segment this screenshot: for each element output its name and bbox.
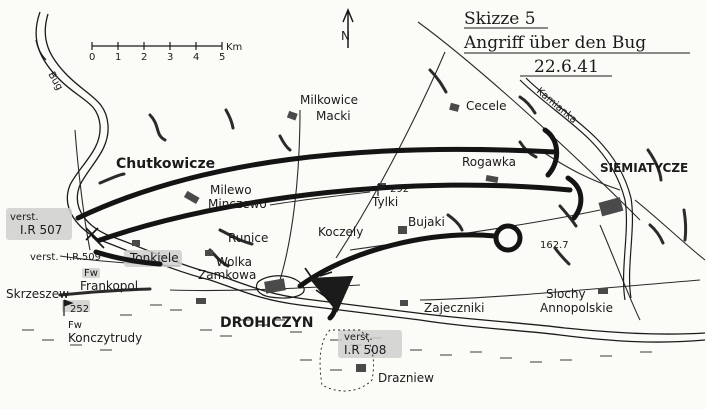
attack-arrow-drohiczyn	[308, 275, 354, 321]
place-tylki: Tylki	[371, 195, 398, 209]
attack-arrows	[75, 127, 584, 321]
place-skrzeszew: Skrzeszew	[6, 287, 69, 301]
river-kamianka	[519, 77, 634, 301]
place-macki: Macki	[316, 109, 351, 123]
place-milewo: Milewo	[210, 183, 252, 197]
place-konczytrudy: Konczytrudy	[68, 331, 142, 345]
place-slochy: Slochy	[546, 287, 586, 301]
unit-labels: verst. I.R 507 verst. I.R.509 verst. I.R…	[10, 212, 386, 357]
attack-arrow-frankopol	[93, 249, 163, 267]
attack-arrow-bujaki	[297, 232, 498, 289]
scale-tick-5: 5	[219, 52, 225, 63]
roads	[59, 21, 706, 321]
place-fw-2: Fw	[68, 320, 82, 331]
place-bujaki: Bujaki	[408, 215, 445, 229]
attack-arrow-middle	[97, 182, 573, 243]
unit-ir509-line1: verst.	[30, 252, 59, 263]
river-label-kamianka: Kamianka	[534, 86, 579, 126]
objective-circle	[493, 223, 523, 253]
unit-ir507-line2: I.R 507	[20, 223, 62, 237]
place-annopolskie: Annopolskie	[540, 301, 613, 315]
place-zajeczniki: Zajeczniki	[424, 301, 484, 315]
place-koczely: Koczely	[318, 225, 363, 239]
place-height-252: 252	[70, 304, 89, 315]
drazniew-area	[319, 329, 374, 392]
place-height-1627: 162.7	[540, 240, 569, 251]
north-arrow	[342, 8, 354, 48]
place-drohiczyn: DROHICZYN	[220, 315, 314, 331]
scale-tick-1: 1	[115, 52, 121, 63]
place-siemiatycze: SIEMIATYCZE	[600, 161, 688, 175]
scale-tick-2: 2	[141, 52, 147, 63]
highlights	[6, 208, 402, 358]
place-wolka: Wolka	[216, 255, 252, 269]
title-block: Skizze 5 Angriff über den Bug 22.6.41	[463, 9, 690, 77]
attack-arrow-north	[75, 146, 558, 221]
unit-ir507-line1: verst.	[10, 212, 39, 223]
river-label-bug: Bug	[45, 70, 64, 92]
scale-tick-4: 4	[193, 52, 199, 63]
crossing-marks	[85, 227, 333, 301]
scale-unit: Km	[226, 42, 242, 53]
scale-tick-3: 3	[167, 52, 173, 63]
place-milkowice: Milkowice	[300, 93, 358, 107]
scale-tick-0: 0	[89, 52, 95, 63]
title-line-3: 22.6.41	[534, 57, 599, 77]
unit-ir508-line2: I.R 508	[344, 343, 386, 357]
place-tonkiele: Tonkiele	[129, 251, 179, 265]
drohiczyn-outline	[255, 275, 305, 299]
place-fw-1: Fw	[84, 268, 98, 279]
scale-bar	[91, 42, 223, 50]
north-label: N	[341, 29, 350, 43]
place-drazniew: Drazniew	[378, 371, 434, 385]
flags	[63, 183, 387, 316]
title-line-1: Skizze 5	[464, 9, 536, 29]
place-chutkowicze: Chutkowicze	[116, 156, 215, 172]
place-tylki-height: 292	[390, 184, 409, 195]
unit-ir508-line1: verst.	[344, 332, 373, 343]
forest-marks	[58, 68, 688, 297]
place-rogawka: Rogawka	[462, 155, 516, 169]
place-names: Chutkowicze Milkowice Macki Cecele Rogaw…	[6, 93, 688, 385]
river-bug	[35, 11, 706, 343]
place-frankopol: Frankopol	[80, 279, 138, 293]
arrow-head-middle	[565, 175, 584, 221]
scale-ticks: 0 1 2 3 4 5 Km	[89, 42, 242, 63]
place-cecele: Cecele	[466, 99, 506, 113]
place-minczewo: Minczewo	[208, 197, 267, 211]
place-zamkowa: Zamkowa	[198, 268, 256, 282]
arrow-head-north	[542, 127, 560, 178]
unit-ir509-line2: I.R.509	[66, 252, 101, 263]
title-line-2: Angriff über den Bug	[463, 33, 646, 53]
place-runice: Runice	[228, 231, 268, 245]
